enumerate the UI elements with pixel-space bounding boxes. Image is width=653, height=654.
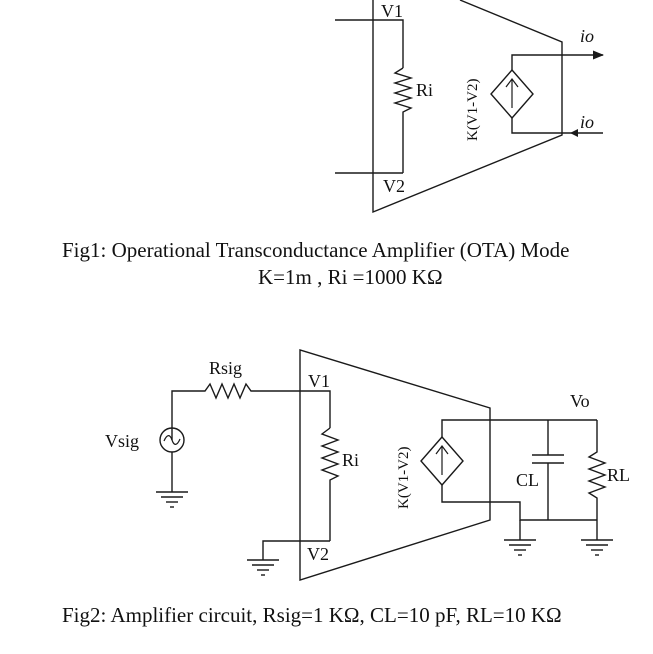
fig2-cl-capacitor: [532, 420, 564, 520]
fig2-amplifier-circuit: Rsig Vsig V1 Ri V2 K(V1-V2) Vo: [105, 349, 630, 581]
fig1-gain-label: K(V1-V2): [465, 79, 481, 141]
fig1-current-source-arrowhead: [505, 78, 519, 88]
fig1-ri-label: Ri: [416, 80, 433, 100]
fig1-caption-line1: Fig1: Operational Transconductance Ampli…: [62, 238, 569, 262]
fig2-vsig-ground-icon: [156, 491, 188, 508]
fig1-v1-wire: [335, 19, 404, 68]
fig1-v1-label: V1: [381, 1, 403, 21]
fig2-v2-wire: [262, 540, 330, 560]
fig2-rsig-resistor: [171, 382, 331, 440]
fig2-vo-label: Vo: [570, 391, 590, 411]
fig1-caption-line2: K=1m , Ri =1000 KΩ: [258, 265, 443, 289]
fig2-rl-label: RL: [607, 465, 630, 485]
fig2-output-bottom-wire: [441, 485, 597, 521]
fig2-ri-label: Ri: [342, 450, 359, 470]
fig1-ri-resistor: [392, 67, 414, 173]
fig2-rl-resistor: [587, 420, 607, 520]
fig2-rsig-label: Rsig: [209, 358, 242, 378]
fig2-cl-label: CL: [516, 470, 539, 490]
fig2-output-ground-right-icon: [581, 539, 613, 556]
fig1-output-top-wire: [511, 50, 605, 70]
fig2-output-ground-left-icon: [504, 539, 536, 556]
fig1-ota-body: [372, 0, 563, 214]
fig2-ota-body: [299, 349, 491, 581]
fig2-v2-ground-icon: [247, 559, 279, 576]
fig1-io-bottom-label: io: [580, 112, 594, 132]
fig1-io-top-label: io: [580, 26, 594, 46]
fig2-vsig-label: Vsig: [105, 431, 139, 451]
fig1-v2-label: V2: [383, 176, 405, 196]
fig2-v2-label: V2: [307, 544, 329, 564]
fig2-ri-resistor: [320, 427, 340, 541]
fig2-v1-label: V1: [308, 371, 330, 391]
fig2-gain-label: K(V1-V2): [396, 447, 412, 509]
fig2-caption: Fig2: Amplifier circuit, Rsig=1 KΩ, CL=1…: [62, 603, 562, 627]
fig2-vsig-sine: [163, 435, 181, 445]
fig1-output-bottom-arrowhead: [570, 129, 578, 137]
fig2-current-source-arrowhead: [435, 445, 449, 455]
fig1-ota-model: V1 Ri V2 K(V1-V2) io io: [335, 0, 605, 214]
fig2-output-top-wire: [441, 419, 597, 437]
